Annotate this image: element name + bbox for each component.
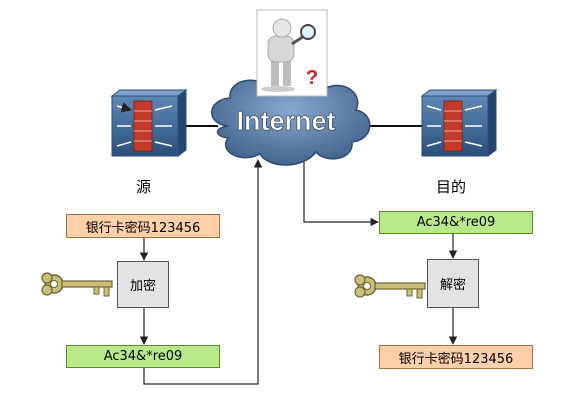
destination-label: 目的: [436, 178, 467, 196]
question-mark: ?: [306, 67, 318, 89]
source-plaintext-box: 银行卡密码123456: [66, 214, 220, 238]
key-icon: [41, 272, 113, 297]
firewall-icon: [110, 89, 188, 157]
destination-plaintext-box: 银行卡密码123456: [379, 345, 533, 369]
encrypt-box: 加密: [117, 261, 169, 308]
magnifier-person-icon: ?: [256, 9, 328, 97]
source-label: 源: [136, 178, 152, 196]
source-ciphertext-box: Ac34&*re09: [66, 345, 220, 368]
decrypt-box: 解密: [427, 259, 479, 308]
key-icon: [354, 274, 426, 299]
cloud-label: Internet: [236, 106, 335, 136]
firewall-icon: [420, 89, 498, 157]
arrow-ciphertext-to-internet: [143, 159, 263, 385]
internet-cloud: Internet: [211, 71, 371, 166]
destination-ciphertext-box: Ac34&*re09: [379, 211, 533, 234]
arrow-internet-to-destination: [303, 162, 379, 227]
